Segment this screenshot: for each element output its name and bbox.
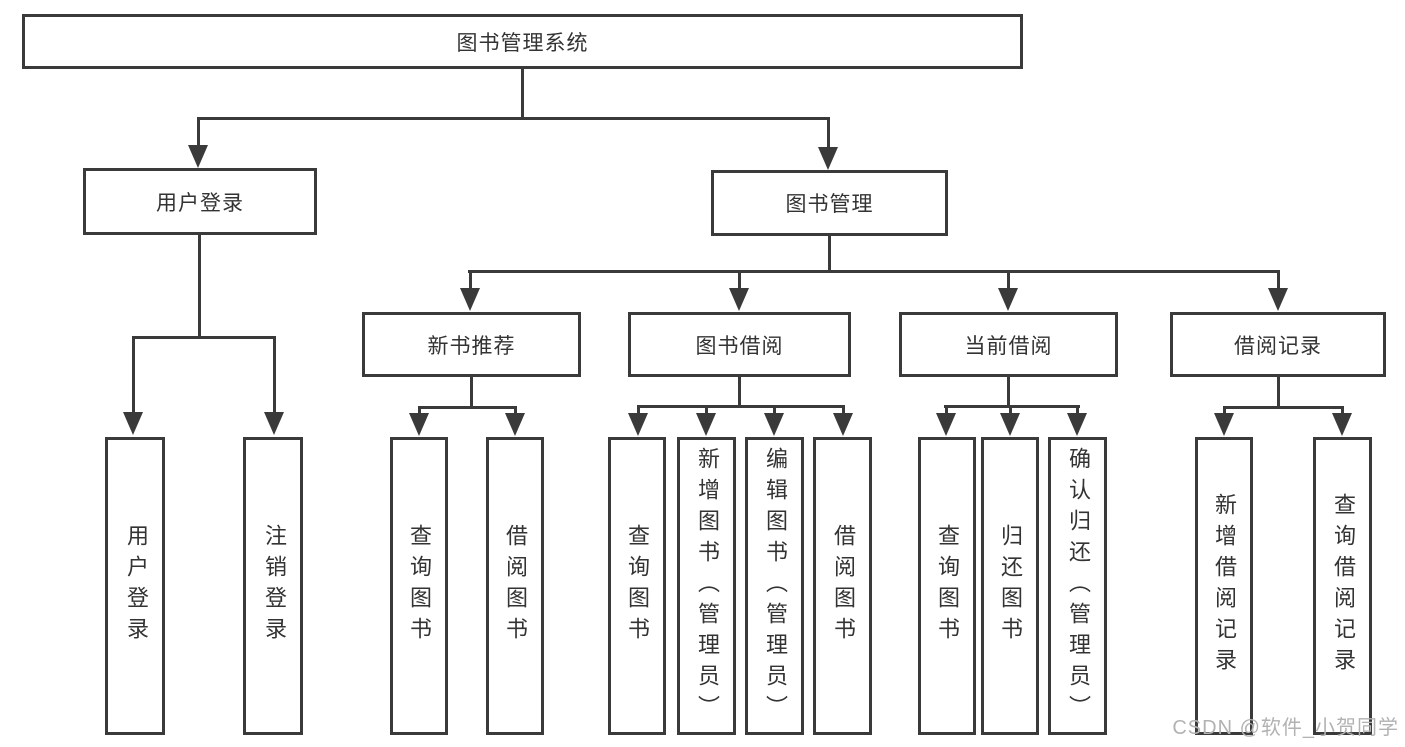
leaf-edit-book-admin: 编辑图书（管理员） xyxy=(745,437,804,735)
connector-line xyxy=(944,405,1080,408)
connector-line xyxy=(468,270,1280,273)
leaf-recommend-borrow-book: 借阅图书 xyxy=(486,437,544,735)
arrow-down-icon xyxy=(123,337,143,435)
connector-line xyxy=(197,117,830,120)
leaf-user-login: 用户登录 xyxy=(105,437,165,735)
arrow-down-icon xyxy=(505,407,525,436)
arrow-down-icon xyxy=(628,406,648,436)
arrow-down-icon xyxy=(1000,406,1020,436)
node-user-login: 用户登录 xyxy=(83,168,317,235)
arrow-down-icon xyxy=(764,406,784,436)
arrow-down-icon xyxy=(1268,271,1288,311)
node-book-management: 图书管理 xyxy=(711,170,948,236)
node-borrow-records: 借阅记录 xyxy=(1170,312,1386,377)
arrow-down-icon xyxy=(936,406,956,436)
arrow-down-icon xyxy=(409,407,429,436)
connector-line xyxy=(521,69,524,119)
connector-line xyxy=(418,406,517,409)
arrow-down-icon xyxy=(833,406,853,436)
connector-line xyxy=(828,236,831,273)
connector-line xyxy=(132,336,276,339)
node-current-borrow: 当前借阅 xyxy=(899,312,1118,377)
node-root: 图书管理系统 xyxy=(22,14,1023,69)
node-new-book-recommend: 新书推荐 xyxy=(362,312,581,377)
connector-line xyxy=(198,235,201,339)
arrow-down-icon xyxy=(998,271,1018,311)
leaf-query-borrow-record: 查询借阅记录 xyxy=(1313,437,1372,735)
connector-line xyxy=(738,377,741,407)
connector-line xyxy=(1007,377,1010,407)
node-book-borrow: 图书借阅 xyxy=(628,312,851,377)
leaf-recommend-query-book: 查询图书 xyxy=(390,437,448,735)
arrow-down-icon xyxy=(729,271,749,311)
leaf-add-borrow-record: 新增借阅记录 xyxy=(1195,437,1253,735)
arrow-down-icon xyxy=(1332,407,1352,436)
leaf-borrow-book: 借阅图书 xyxy=(813,437,872,735)
arrow-down-icon xyxy=(1067,406,1087,436)
arrow-down-icon xyxy=(696,406,716,436)
connector-line xyxy=(1277,377,1280,408)
arrow-down-icon xyxy=(818,118,838,170)
connector-line xyxy=(1223,406,1344,409)
arrow-down-icon xyxy=(188,118,208,168)
connector-line xyxy=(637,405,845,408)
arrow-down-icon xyxy=(1214,407,1234,436)
leaf-logout: 注销登录 xyxy=(243,437,303,735)
leaf-borrow-query-book: 查询图书 xyxy=(608,437,666,735)
leaf-add-book-admin: 新增图书（管理员） xyxy=(677,437,736,735)
arrow-down-icon xyxy=(460,271,480,311)
leaf-return-book: 归还图书 xyxy=(981,437,1039,735)
arrow-down-icon xyxy=(264,337,284,435)
connector-line xyxy=(470,377,473,408)
leaf-confirm-return-admin: 确认归还（管理员） xyxy=(1048,437,1107,735)
csdn-watermark: CSDN @软件_小贺同学 xyxy=(1172,717,1399,739)
leaf-current-query-book: 查询图书 xyxy=(918,437,976,735)
